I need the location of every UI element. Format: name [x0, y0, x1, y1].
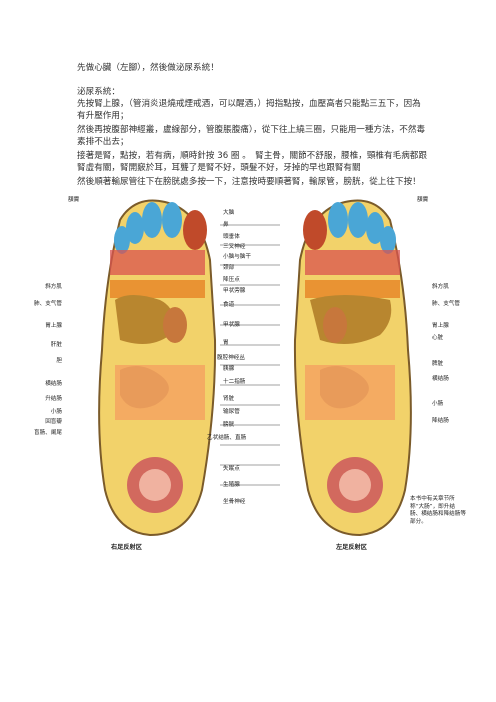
label-small-intestine-right: 小肠 [50, 409, 62, 415]
label-adrenal-right: 胃上腺 [45, 323, 62, 329]
label-trigeminal: 三叉神经 [223, 244, 246, 250]
left-trapezius-zone [305, 250, 400, 275]
label-small-intestine-left: 小肠 [432, 401, 444, 407]
label-descending-colon: 降结肠 [432, 418, 449, 424]
label-heart: 心脏 [432, 335, 444, 341]
paragraph-4: 然後順著輸尿管往下在膀胱處多按一下，注意按時要順著腎，輸尿管，膀胱，從上往下按！ [77, 177, 421, 187]
label-cecum-appendix: 盲肠、阑尾 [34, 430, 62, 436]
label-liver: 肝脏 [50, 342, 62, 348]
label-parathyroid: 甲状旁腺 [223, 288, 246, 294]
label-lung-left: 肺、支气管 [432, 301, 460, 307]
leader-lines [220, 224, 280, 486]
right-heel-inner [139, 469, 171, 501]
label-bladder: 膀胱 [223, 422, 235, 428]
left-kidney-zone [323, 307, 347, 343]
caption-right-foot: 右足反射区 [111, 544, 142, 551]
label-lung-right: 肺、支气管 [34, 301, 62, 307]
right-lung-zone [110, 280, 205, 298]
paragraph-3: 接著是腎，點按，若有病，順時針按 36 圈 。 腎主骨，關節不舒服，腰椎，頸椎有… [77, 151, 427, 174]
left-toe-2 [328, 202, 348, 238]
label-nose: 鼻 [223, 222, 229, 228]
label-left-foot-sinus: 額竇 [417, 197, 429, 203]
label-ureter: 输尿管 [223, 409, 240, 415]
label-brain: 大脑 [223, 210, 235, 216]
left-foot [293, 199, 412, 537]
right-kidney-zone [163, 307, 187, 343]
label-gallbladder: 胆 [56, 358, 62, 364]
left-toe-1 [303, 210, 327, 250]
intro-line: 先做心臟（左腳），然後做泌尿系統！ [77, 63, 219, 73]
left-toe-4 [366, 212, 384, 244]
label-esophagus: 食道 [223, 302, 235, 308]
heading-urinary: 泌尿系統： [77, 87, 120, 97]
label-transverse-colon-right: 横结肠 [45, 381, 62, 387]
right-toe-5 [114, 226, 130, 254]
paragraph-1: 先按腎上腺，（管消炎退燒戒煙戒酒，可以醒酒，）拇指點按，血壓高者只能點三五下，因… [77, 99, 421, 122]
label-sciatic-nerve: 坐骨神经 [223, 499, 246, 505]
right-toe-3 [142, 202, 162, 238]
left-toes [303, 202, 396, 254]
label-trapezius-left: 斜方肌 [432, 284, 449, 290]
caption-left-foot: 左足反射区 [336, 544, 367, 551]
label-insomnia-point: 失眠点 [223, 466, 240, 472]
label-neck: 颈部 [223, 265, 235, 271]
right-toe-1 [183, 210, 207, 250]
label-trapezius-right: 斜方肌 [45, 284, 62, 290]
label-spleen: 脾脏 [432, 361, 444, 367]
right-toes [114, 202, 207, 254]
right-toe-2 [162, 202, 182, 238]
left-toe-3 [348, 202, 368, 238]
right-trapezius-zone [110, 250, 205, 275]
label-thyroid: 甲状腺 [223, 322, 240, 328]
label-sigmoid-colon: 乙状结肠、直肠 [207, 435, 247, 441]
left-heel-inner [339, 469, 371, 501]
figure-note: 本书中有关章节所称“大肠”，即升结肠、横结肠和降结肠等部分。 [410, 496, 466, 525]
left-lung-zone [305, 280, 400, 298]
right-toe-4 [126, 212, 144, 244]
label-adrenal-left: 胃上腺 [432, 323, 449, 329]
label-pituitary: 頭垂体 [223, 234, 240, 240]
label-cerebellum: 小脑与脑干 [223, 254, 251, 260]
label-right-foot-sinus: 額竇 [68, 197, 80, 203]
label-transverse-colon-left: 横结肠 [432, 376, 449, 382]
left-intestine-coils [320, 366, 369, 409]
right-foot [98, 199, 217, 537]
right-intestine-coils [120, 366, 169, 409]
label-pancreas: 胰腺 [223, 366, 235, 372]
foot-reflexology-map [98, 199, 412, 537]
paragraph-2: 然後再按腹部神經叢，盧線部分，管腹脹腹痛），從下往上繞三圈，只能用一種方法，不然… [77, 125, 426, 148]
label-pressure-point: 降压点 [223, 277, 240, 283]
label-stomach: 胃 [223, 340, 229, 346]
right-liver-zone [115, 295, 174, 344]
label-ileocecal-valve: 回盲瓣 [45, 419, 62, 425]
label-gonad: 生殖腺 [223, 482, 240, 488]
label-kidney: 肾脏 [223, 396, 235, 402]
label-celiac-plexus: 腹腔神经丛 [217, 355, 245, 361]
left-toe-5 [380, 226, 396, 254]
label-ascending-colon: 升结肠 [45, 396, 62, 402]
label-duodenum: 十二指肠 [223, 379, 246, 385]
